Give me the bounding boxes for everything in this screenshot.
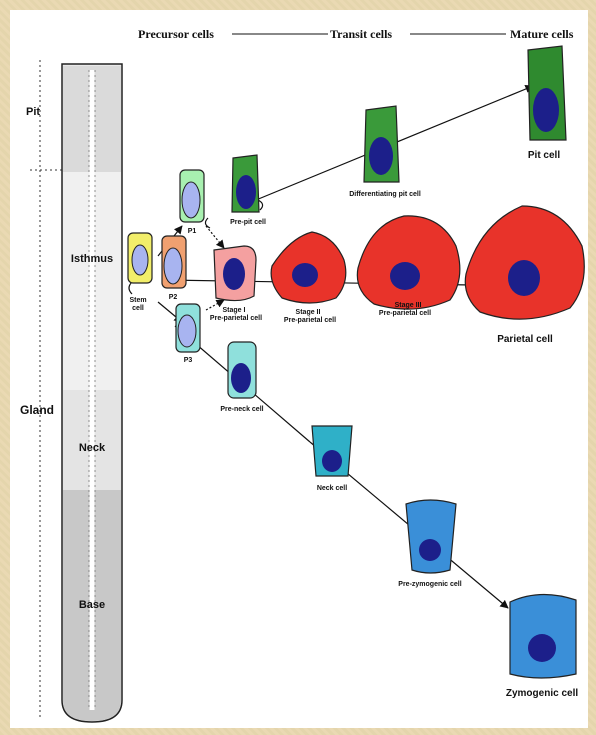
- pit-cell: Pit cell: [528, 46, 566, 161]
- stage3-label-1: Stage III: [395, 302, 422, 309]
- stage2-label-2: Pre-parietal cell: [284, 317, 336, 324]
- region-base-label: Base: [79, 599, 105, 611]
- figure-panel: Precursor cells Transit cells Mature cel…: [10, 10, 588, 728]
- stem-self-renew-arrow: [129, 282, 132, 294]
- p1-label: P1: [188, 228, 197, 235]
- pre-pit-cell: Pre-pit cell: [230, 155, 266, 226]
- stem-label-2: cell: [132, 305, 144, 312]
- p1-nucleus: [182, 182, 200, 218]
- stage-header: Precursor cells Transit cells Mature cel…: [138, 27, 574, 41]
- pit-cell-label: Pit cell: [528, 150, 560, 161]
- neck-cell-nucleus: [322, 450, 342, 472]
- p2-cell: P2: [162, 236, 186, 301]
- stage2-nucleus: [292, 263, 318, 287]
- gland-tube: Isthmus Neck Base: [62, 64, 122, 722]
- neck-cell-label: Neck cell: [317, 485, 347, 492]
- pre-zymo-label: Pre-zymogenic cell: [398, 581, 461, 588]
- pre-neck-nucleus: [231, 363, 251, 393]
- p3-nucleus: [178, 315, 196, 347]
- pre-zymogenic-cell: Pre-zymogenic cell: [398, 500, 461, 588]
- stage2-label-1: Stage II: [296, 309, 321, 316]
- pre-pit-nucleus: [236, 175, 256, 209]
- region-gland-label: Gland: [20, 403, 54, 417]
- region-isthmus-label: Isthmus: [71, 253, 113, 265]
- parietal-nucleus: [508, 260, 540, 296]
- stage1-nucleus: [223, 258, 245, 290]
- stem-label-1: Stem: [129, 297, 146, 304]
- pre-zymo-nucleus: [419, 539, 441, 561]
- p1-cell: P1: [180, 170, 204, 235]
- header-precursor: Precursor cells: [138, 27, 214, 41]
- zymogenic-cell: Zymogenic cell: [506, 594, 578, 699]
- pit-cell-nucleus: [533, 88, 559, 132]
- stage3-label-2: Pre-parietal cell: [379, 310, 431, 317]
- p3-to-stage1-arrow: [206, 300, 224, 310]
- header-transit: Transit cells: [330, 27, 392, 41]
- pre-neck-label: Pre-neck cell: [220, 406, 263, 413]
- differentiating-pit-cell: Differentiating pit cell: [349, 106, 421, 198]
- pre-neck-cell: Pre-neck cell: [220, 342, 263, 413]
- stage3-cell: Stage III Pre-parietal cell: [357, 216, 460, 317]
- stage1-label-1: Stage I: [223, 307, 246, 314]
- pre-pit-label: Pre-pit cell: [230, 219, 266, 226]
- p1-to-stage1-arrow: [206, 226, 224, 248]
- p2-label: P2: [169, 294, 178, 301]
- diagram-canvas: Precursor cells Transit cells Mature cel…: [10, 10, 588, 728]
- p3-label: P3: [184, 357, 193, 364]
- parietal-label: Parietal cell: [497, 334, 553, 345]
- parietal-cell: Parietal cell: [465, 206, 584, 345]
- region-pit-label: Pit: [26, 106, 40, 118]
- neck-cell: Neck cell: [312, 426, 352, 492]
- diff-pit-label: Differentiating pit cell: [349, 191, 421, 198]
- zymo-label: Zymogenic cell: [506, 688, 578, 699]
- pre-zymo-body: [406, 500, 456, 573]
- header-mature: Mature cells: [510, 27, 574, 41]
- stage3-nucleus: [390, 262, 420, 290]
- stem-cell: Stem cell: [128, 233, 152, 312]
- p3-cell: P3: [176, 304, 200, 364]
- region-neck-label: Neck: [79, 442, 106, 454]
- stage1-cell: Stage I Pre-parietal cell: [210, 246, 262, 322]
- stage1-label-2: Pre-parietal cell: [210, 315, 262, 322]
- stem-nucleus: [132, 245, 148, 275]
- p2-nucleus: [164, 248, 182, 284]
- zymo-nucleus: [528, 634, 556, 662]
- diff-pit-nucleus: [369, 137, 393, 175]
- stage2-cell: Stage II Pre-parietal cell: [271, 232, 346, 324]
